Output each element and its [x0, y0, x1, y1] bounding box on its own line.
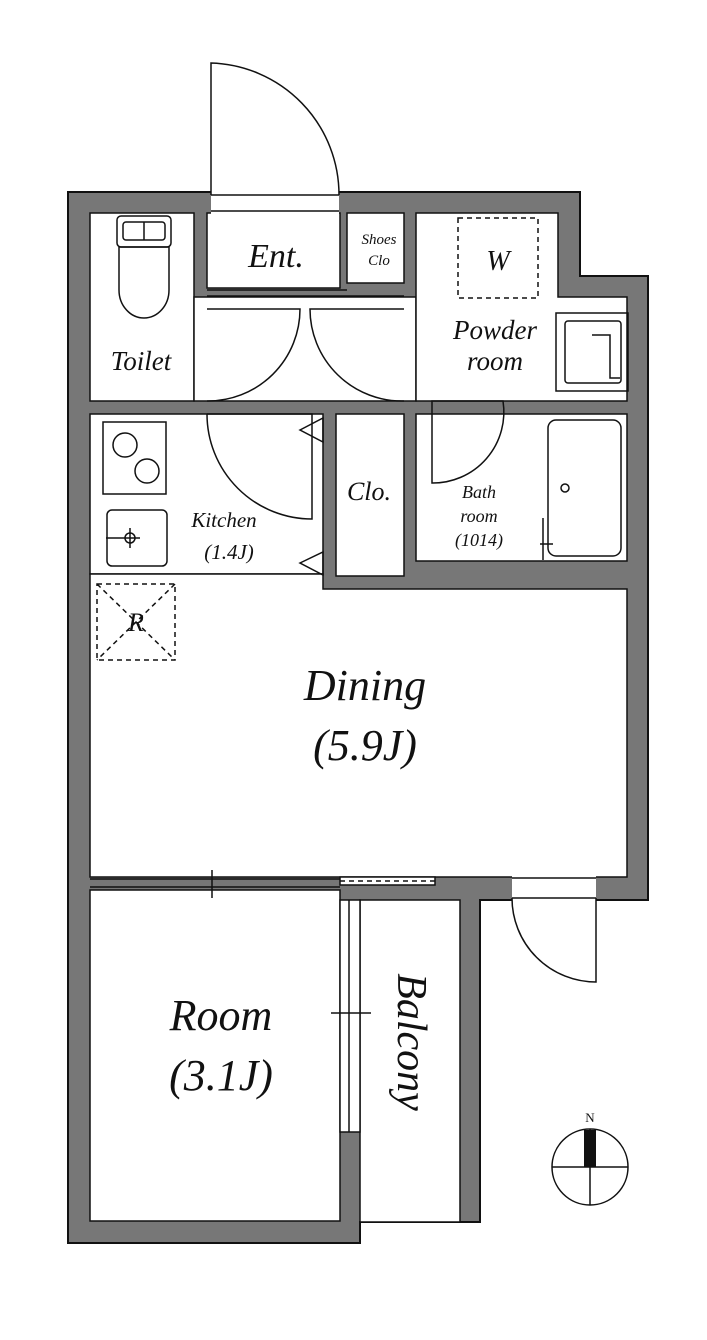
balcony-label: Balcony	[388, 973, 434, 1111]
bathtub	[547, 419, 622, 557]
entrance-area	[206, 212, 341, 289]
powder-door	[309, 308, 405, 402]
powder-label-1: Powder	[452, 315, 537, 345]
room-size-label: (3.1J)	[169, 1051, 273, 1100]
bed-room	[89, 889, 341, 1222]
dining-size-label: (5.9J)	[313, 721, 417, 770]
hallway	[193, 296, 417, 402]
toilet-label: Toilet	[111, 346, 173, 376]
bath-door	[431, 400, 505, 484]
side-door	[511, 897, 597, 983]
shoes-closet	[346, 212, 405, 284]
bath-room	[415, 413, 628, 562]
drain-icon	[560, 483, 570, 493]
balcony-area	[359, 899, 461, 1223]
toilet-bowl	[118, 246, 170, 319]
powder-label-2: room	[467, 346, 523, 376]
bath-label-1: Bath	[462, 482, 496, 502]
closet-room	[335, 413, 405, 577]
stove	[102, 421, 167, 495]
fridge-label: R	[127, 608, 144, 637]
compass	[551, 1128, 629, 1206]
room-label: Room	[169, 991, 273, 1040]
toilet-room	[89, 212, 195, 402]
fridge-space	[96, 583, 176, 661]
wash-basin	[555, 312, 629, 392]
kitchen-label: Kitchen	[190, 508, 256, 532]
shoes-label-2: Clo	[368, 253, 390, 269]
front-door	[210, 62, 340, 196]
shoes-label-1: Shoes	[362, 232, 397, 248]
bath-label-2: room	[460, 506, 497, 526]
north-arrow-icon	[584, 1130, 596, 1167]
burner-icon	[134, 458, 160, 484]
dining-label: Dining	[303, 661, 426, 710]
compass-north-label: N	[585, 1110, 595, 1125]
burner-icon	[112, 432, 138, 458]
bath-label-3: (1014)	[455, 530, 503, 551]
powder-room	[415, 212, 628, 402]
washer-space	[457, 217, 539, 299]
kitchen-door	[206, 413, 313, 520]
closet-label: Clo.	[347, 477, 391, 506]
toilet-door	[206, 308, 301, 402]
balcony-window-room	[339, 899, 361, 1133]
washer-label: W	[486, 246, 512, 277]
front-door-opening	[211, 190, 339, 214]
entrance-label: Ent.	[247, 238, 304, 275]
kitchen-size-label: (1.4J)	[204, 540, 254, 564]
